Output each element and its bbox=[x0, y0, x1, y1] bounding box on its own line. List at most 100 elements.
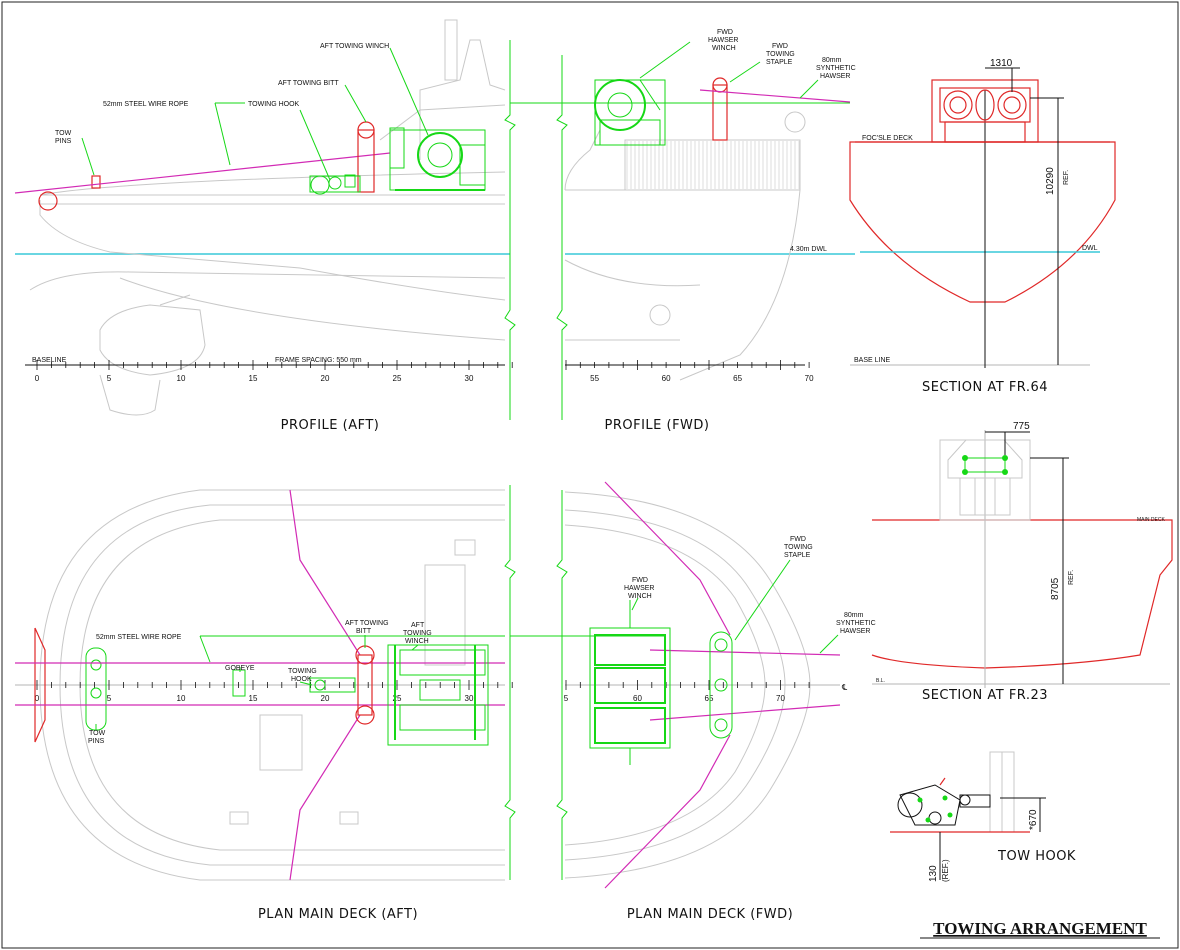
hook-body-circle bbox=[897, 792, 923, 818]
label-plan-hawser-3: HAWSER bbox=[840, 628, 870, 635]
leader-aft-bitt bbox=[344, 84, 367, 123]
rope-sweep-upper-aft bbox=[289, 489, 361, 656]
hawser-plan-upper bbox=[649, 649, 841, 656]
title-section-23: SECTION AT FR.23 bbox=[922, 688, 1048, 703]
mast-aft bbox=[419, 39, 506, 160]
frame-number-label: 15 bbox=[249, 374, 258, 383]
dim-8705-ref: REF. bbox=[1068, 570, 1075, 585]
label-fwd-winch-1: FWD bbox=[717, 29, 733, 36]
frame-number-label: 55 bbox=[590, 374, 599, 383]
label-bl: B.L. bbox=[876, 678, 885, 684]
section-fr23-view: 775 8705 REF. MAIN DECK B.L. SECTION AT … bbox=[871, 421, 1173, 703]
frame-number-label: 0 bbox=[35, 694, 40, 703]
leader-winch-plan-fwd bbox=[631, 597, 639, 611]
label-plan-pins-2: PINS bbox=[88, 738, 105, 745]
stern-roller-plan bbox=[34, 627, 46, 743]
hook-marker-4 bbox=[925, 817, 931, 823]
leader-winch-plan bbox=[411, 644, 419, 651]
label-towing-hook: TOWING HOOK bbox=[248, 101, 300, 108]
leader-hawser-plan bbox=[819, 634, 839, 654]
label-hawser-2: SYNTHETIC bbox=[816, 65, 856, 72]
label-plan-winch-1: AFT bbox=[411, 622, 425, 629]
frame-number-label: 5 bbox=[107, 374, 112, 383]
label-section-dwl: DWL bbox=[1082, 245, 1098, 252]
rope-sweep-lower-aft bbox=[289, 714, 361, 881]
break-line-plan-fwd bbox=[556, 490, 568, 880]
aft-bitt-post-2 bbox=[355, 705, 375, 725]
break-line-profile-fwd bbox=[556, 55, 568, 420]
hook-pivot bbox=[959, 794, 971, 806]
title-section-64: SECTION AT FR.64 bbox=[922, 380, 1048, 395]
rope-sweep-upper-fwd bbox=[604, 481, 731, 636]
frame-number-label: 20 bbox=[321, 694, 330, 703]
label-plan-fwd-winch-2: HAWSER bbox=[624, 585, 654, 592]
hull-fwd-deck bbox=[564, 129, 601, 191]
hull-aft-waterline-curve bbox=[29, 271, 506, 291]
steel-wire-rope-profile bbox=[14, 152, 391, 194]
label-hawser-1: 80mm bbox=[822, 57, 842, 64]
tow-pin-2 bbox=[90, 687, 102, 699]
frame-number-label: 30 bbox=[465, 694, 474, 703]
dim-670: *670 bbox=[1028, 809, 1039, 830]
dim-130-ref: (REF.) bbox=[941, 859, 950, 882]
fwd-hawser-winch-profile bbox=[594, 79, 666, 146]
hook-tip bbox=[939, 777, 946, 786]
label-fwd-staple-1: FWD bbox=[772, 43, 788, 50]
label-plan-hawser-2: SYNTHETIC bbox=[836, 620, 876, 627]
label-fwd-winch-3: WINCH bbox=[712, 45, 736, 52]
label-plan-winch-3: WINCH bbox=[405, 638, 429, 645]
label-plan-hook-2: HOOK bbox=[291, 676, 312, 683]
label-plan-pins-1: TOW bbox=[89, 730, 106, 737]
dim-775: 775 bbox=[1013, 421, 1030, 432]
aft-towing-winch-plan bbox=[387, 644, 489, 746]
frame-number-label: 10 bbox=[177, 374, 186, 383]
label-plan-winch-2: TOWING bbox=[403, 630, 432, 637]
aft-towing-winch-profile bbox=[389, 127, 486, 191]
towing-hook-profile bbox=[309, 174, 361, 195]
frame-number-label: 65 bbox=[705, 694, 714, 703]
fwd-towing-staple-plan bbox=[709, 631, 733, 739]
tow-pins-stern-circle bbox=[38, 191, 58, 211]
label-focsle-deck: FOC'SLE DECK bbox=[862, 135, 913, 142]
label-plan-wire: 52mm STEEL WIRE ROPE bbox=[96, 634, 182, 641]
frame-number-label: 15 bbox=[249, 694, 258, 703]
hook-marker-1 bbox=[917, 797, 923, 803]
leader-tow-pins bbox=[81, 137, 95, 176]
leader-wire-rope bbox=[214, 102, 231, 166]
dim-10290-ref: REF. bbox=[1063, 170, 1070, 185]
label-fwd-staple-2: TOWING bbox=[766, 51, 795, 58]
label-aft-towing-bitt: AFT TOWING BITT bbox=[278, 80, 339, 87]
hull-aft-bottom bbox=[39, 200, 506, 301]
bow-thruster bbox=[649, 304, 671, 326]
staple-eye-2 bbox=[714, 678, 728, 692]
label-steel-wire-rope: 52mm STEEL WIRE ROPE bbox=[103, 101, 189, 108]
label-hawser-3: HAWSER bbox=[820, 73, 850, 80]
label-frame-spacing: FRAME SPACING: 550 mm bbox=[275, 357, 362, 364]
label-main-deck: MAIN DECK bbox=[1137, 517, 1165, 523]
title-tow-hook: TOW HOOK bbox=[997, 849, 1076, 864]
section-23-hull bbox=[871, 519, 1173, 669]
break-line-plan-aft bbox=[504, 485, 516, 880]
hull-aft-sheer bbox=[39, 171, 506, 196]
label-plan-fwd-winch-3: WINCH bbox=[628, 593, 652, 600]
label-tow-pins-1: TOW bbox=[55, 130, 72, 137]
label-aft-towing-winch: AFT TOWING WINCH bbox=[320, 43, 389, 50]
label-fwd-winch-2: HAWSER bbox=[708, 37, 738, 44]
frame-number-label: 0 bbox=[35, 374, 40, 383]
towing-hook-eye bbox=[314, 679, 326, 691]
gobeye-plan bbox=[232, 669, 246, 697]
drawing-title: TOWING ARRANGEMENT bbox=[933, 919, 1147, 938]
title-profile-fwd: PROFILE (FWD) bbox=[605, 418, 710, 433]
frame-number-label: 20 bbox=[321, 374, 330, 383]
aft-bitt-base bbox=[357, 654, 373, 716]
label-dwl-profile: 4.30m DWL bbox=[790, 246, 827, 253]
leader-fwd-staple bbox=[729, 61, 761, 83]
hawser-plan-lower bbox=[649, 704, 841, 721]
